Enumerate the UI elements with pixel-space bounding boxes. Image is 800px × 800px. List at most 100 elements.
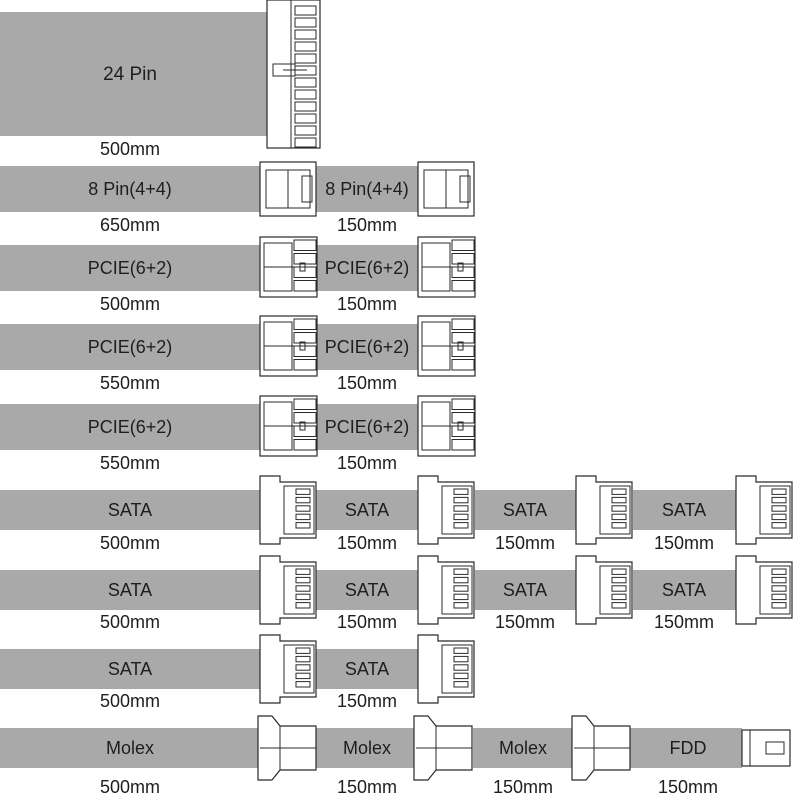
- cable-segment: [0, 166, 260, 212]
- connector-label: FDD: [670, 738, 707, 758]
- cable-segment: [316, 728, 414, 768]
- sata-cable-1: SATA 500mm SATA 150mm SATA 150mm SATA 150mm: [0, 475, 793, 553]
- cable-segment: [0, 12, 267, 136]
- sata-connector: [417, 555, 475, 625]
- connector-label: SATA: [108, 580, 152, 600]
- length-label: 150mm: [337, 373, 397, 393]
- length-label: 500mm: [100, 777, 160, 797]
- length-label: 150mm: [337, 777, 397, 797]
- length-label: 150mm: [337, 453, 397, 473]
- sata-connector: [575, 475, 633, 545]
- sata-cable-3: SATA 500mm SATA 150mm: [0, 634, 475, 711]
- sata-connector: [417, 634, 475, 704]
- connector-label: SATA: [662, 580, 706, 600]
- pcie-cable-3: PCIE(6+2) 550mm PCIE(6+2) 150mm: [0, 395, 476, 473]
- connector-label: PCIE(6+2): [88, 258, 173, 278]
- length-label: 150mm: [654, 612, 714, 632]
- connector-label: SATA: [345, 580, 389, 600]
- connector-label: 8 Pin(4+4): [88, 179, 172, 199]
- cable-segment: [316, 570, 418, 610]
- 24-pin-cable: 24 Pin 500mm: [0, 0, 321, 159]
- sata-connector: [735, 475, 793, 545]
- cpu-4plus4-connector: [259, 161, 317, 217]
- cable-segment: [475, 490, 576, 530]
- length-label: 500mm: [100, 139, 160, 159]
- connector-label: SATA: [345, 500, 389, 520]
- length-label: 150mm: [493, 777, 553, 797]
- cable-segment: [0, 649, 260, 689]
- pcie-6plus2-connector: [259, 395, 318, 457]
- length-label: 550mm: [100, 453, 160, 473]
- pcie-cable-1: PCIE(6+2) 500mm PCIE(6+2) 150mm: [0, 236, 476, 314]
- connector-label: Molex: [343, 738, 391, 758]
- cable-segment: [473, 728, 572, 768]
- cable-segment: [316, 166, 418, 212]
- length-label: 500mm: [100, 533, 160, 553]
- cpu-4plus4-connector: [417, 161, 475, 217]
- connector-label: 24 Pin: [103, 64, 157, 85]
- cable-segment: [630, 728, 742, 768]
- length-label: 150mm: [658, 777, 718, 797]
- connector-label: PCIE(6+2): [88, 337, 173, 357]
- connector-label: PCIE(6+2): [325, 417, 410, 437]
- connector-label: SATA: [345, 659, 389, 679]
- cable-segment: [475, 570, 576, 610]
- cable-segment: [316, 324, 418, 370]
- cable-segment: [633, 490, 736, 530]
- fdd-connector: [741, 729, 791, 767]
- cable-segment: [0, 490, 260, 530]
- connector-label: PCIE(6+2): [325, 258, 410, 278]
- length-label: 500mm: [100, 691, 160, 711]
- sata-connector: [575, 555, 633, 625]
- length-label: 150mm: [337, 294, 397, 314]
- connector-label: SATA: [503, 580, 547, 600]
- cable-segment: [633, 570, 736, 610]
- eps-cable: 8 Pin(4+4) 650mm 8 Pin(4+4) 150mm: [0, 161, 475, 235]
- connector-label: PCIE(6+2): [325, 337, 410, 357]
- atx-24pin-connector: [266, 0, 321, 149]
- sata-connector: [259, 555, 317, 625]
- cable-segment: [0, 570, 260, 610]
- cable-segment: [0, 728, 258, 768]
- molex-connector: [257, 715, 317, 781]
- sata-connector: [417, 475, 475, 545]
- sata-connector: [259, 634, 317, 704]
- connector-label: PCIE(6+2): [88, 417, 173, 437]
- pcie-cable-2: PCIE(6+2) 550mm PCIE(6+2) 150mm: [0, 315, 476, 393]
- sata-cable-2: SATA 500mm SATA 150mm SATA 150mm SATA 150mm: [0, 555, 793, 632]
- length-label: 150mm: [337, 691, 397, 711]
- cable-segment: [316, 404, 418, 450]
- pcie-6plus2-connector: [259, 236, 318, 298]
- cable-segment: [316, 245, 418, 291]
- connector-label: SATA: [108, 500, 152, 520]
- pcie-6plus2-connector: [417, 315, 476, 377]
- pcie-6plus2-connector: [417, 395, 476, 457]
- length-label: 550mm: [100, 373, 160, 393]
- connector-label: SATA: [108, 659, 152, 679]
- sata-connector: [735, 555, 793, 625]
- cable-segment: [0, 404, 260, 450]
- sata-connector: [259, 475, 317, 545]
- connector-label: SATA: [662, 500, 706, 520]
- cable-segment: [316, 649, 418, 689]
- connector-label: 8 Pin(4+4): [325, 179, 409, 199]
- length-label: 150mm: [495, 612, 555, 632]
- length-label: 650mm: [100, 215, 160, 235]
- cable-segment: [0, 324, 260, 370]
- length-label: 150mm: [337, 612, 397, 632]
- length-label: 500mm: [100, 612, 160, 632]
- length-label: 150mm: [495, 533, 555, 553]
- connector-label: Molex: [499, 738, 547, 758]
- molex-connector: [413, 715, 473, 781]
- length-label: 150mm: [654, 533, 714, 553]
- connector-label: Molex: [106, 738, 154, 758]
- connector-label: SATA: [503, 500, 547, 520]
- cable-segment: [316, 490, 418, 530]
- length-label: 150mm: [337, 533, 397, 553]
- cable-segment: [0, 245, 260, 291]
- length-label: 150mm: [337, 215, 397, 235]
- length-label: 500mm: [100, 294, 160, 314]
- pcie-6plus2-connector: [417, 236, 476, 298]
- molex-connector: [571, 715, 631, 781]
